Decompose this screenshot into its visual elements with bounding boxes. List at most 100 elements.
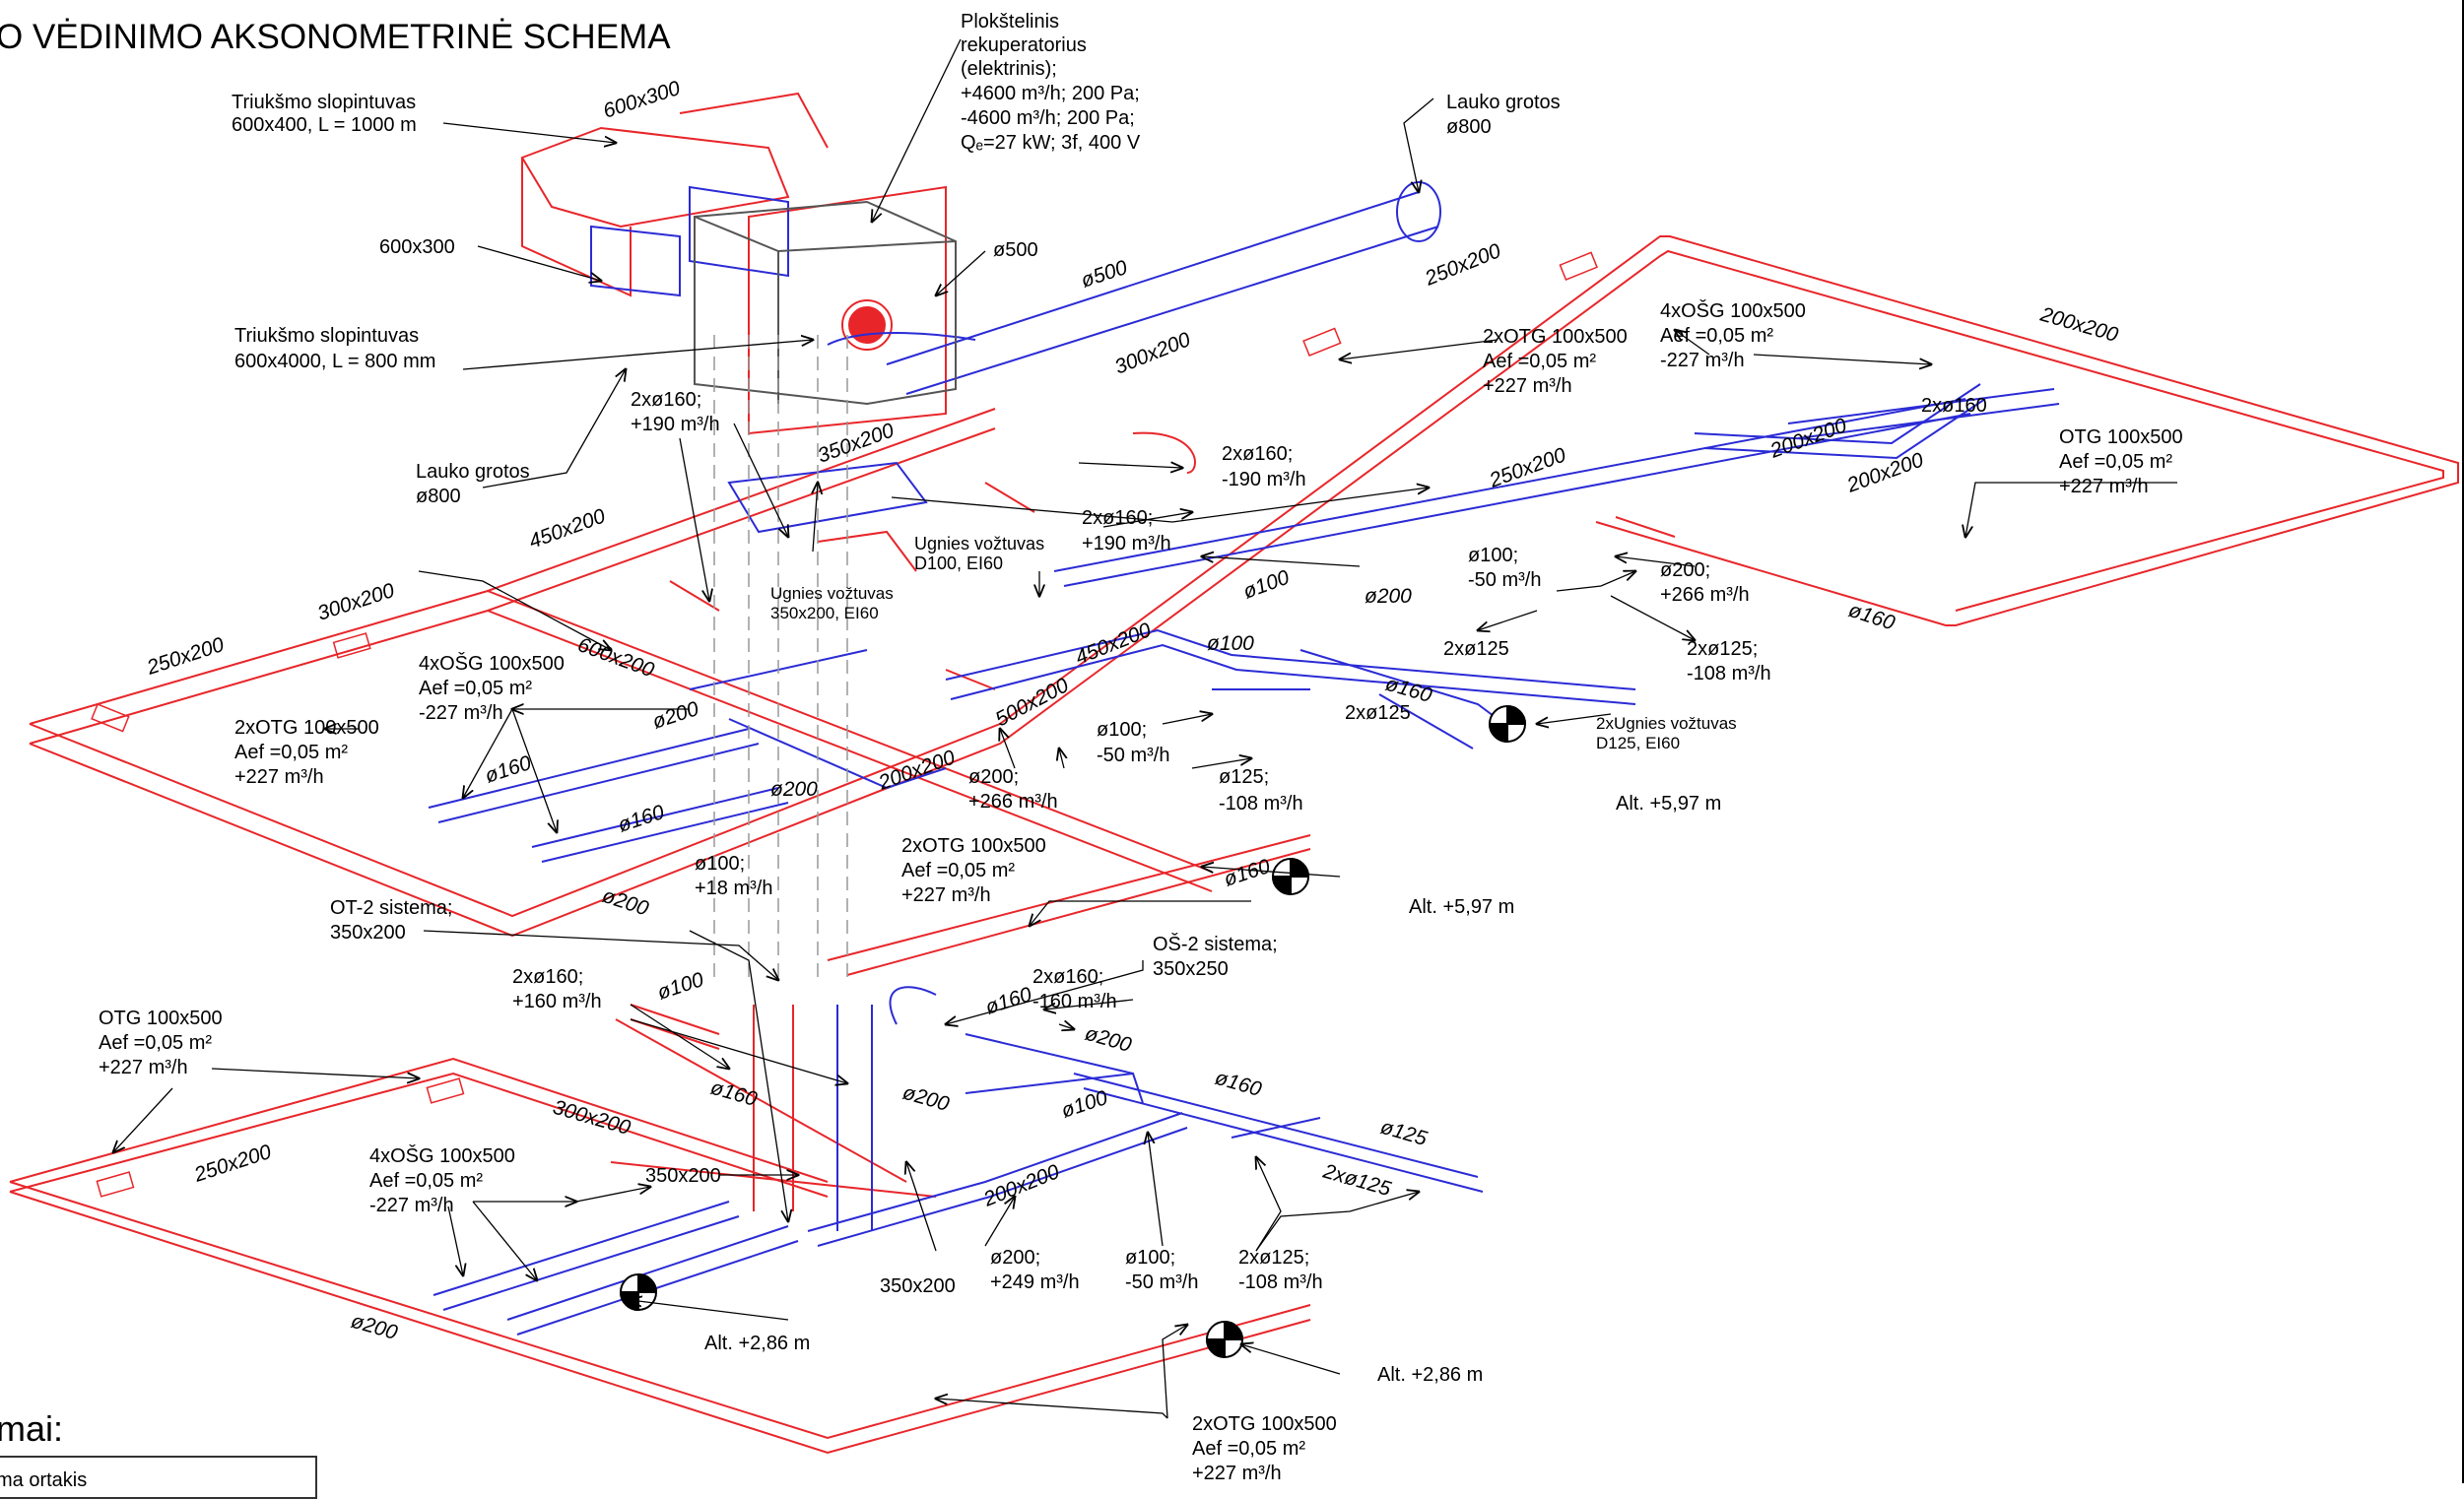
- svg-text:-108 m³/h: -108 m³/h: [1219, 793, 1303, 815]
- grille-markers: [91, 251, 1598, 1198]
- label-d500-b: ø500: [1078, 256, 1130, 293]
- supply-main-upper: [29, 235, 2459, 918]
- svg-text:+227 m³/h: +227 m³/h: [234, 766, 324, 788]
- svg-text:Aef =0,05 m²: Aef =0,05 m²: [369, 1170, 483, 1192]
- size-label: 2xø125: [1443, 638, 1509, 660]
- svg-text:350x200: 350x200: [330, 922, 406, 944]
- label-600x300-b: 600x300: [600, 77, 683, 123]
- size-label: 300x200: [314, 579, 397, 625]
- svg-text:OŠ-2 sistema;: OŠ-2 sistema;: [1153, 933, 1278, 955]
- svg-text:(elektrinis);: (elektrinis);: [961, 58, 1057, 80]
- svg-text:D125, EI60: D125, EI60: [1596, 734, 1680, 752]
- svg-text:+160 m³/h: +160 m³/h: [512, 991, 602, 1012]
- size-label: ø125: [1378, 1116, 1431, 1150]
- label-osg-group-top-right: 4xOŠG 100x500 Aef =0,05 m² -227 m³/h: [1660, 299, 1806, 371]
- label-350x200: 350x200: [645, 1165, 721, 1187]
- size-label: ø100: [1207, 632, 1254, 655]
- label-d500: ø500: [993, 239, 1038, 261]
- label-d125-m108-a: 2xø125; -108 m³/h: [1687, 638, 1771, 684]
- altitude-marker: [1205, 1320, 1244, 1359]
- label-otg-group-bottom: 2xOTG 100x500 Aef =0,05 m² +227 m³/h: [1192, 1413, 1337, 1483]
- svg-text:-160 m³/h: -160 m³/h: [1032, 991, 1117, 1012]
- label-ugnies-350: Ugnies vožtuvas 350x200, EI60: [770, 584, 894, 622]
- svg-text:Ugnies vožtuvas: Ugnies vožtuvas: [914, 534, 1044, 554]
- recuperator-unit: [694, 200, 957, 406]
- size-label: 300x200: [1111, 328, 1194, 379]
- label-alt-597-b: Alt. +5,97 m: [1409, 896, 1514, 918]
- svg-text:Aef =0,05 m²: Aef =0,05 m²: [99, 1032, 212, 1054]
- svg-text:ø200;: ø200;: [990, 1247, 1040, 1269]
- svg-text:ø200;: ø200;: [968, 766, 1019, 788]
- size-label: ø200: [1365, 585, 1412, 608]
- size-label: 250x200: [1486, 443, 1569, 492]
- supply-main-lower: [9, 1057, 829, 1183]
- svg-text:ø800: ø800: [416, 486, 461, 507]
- size-label: ø160: [615, 801, 667, 837]
- size-label: ø160: [982, 983, 1034, 1019]
- size-label: ø200: [649, 697, 701, 734]
- svg-text:2xø160;: 2xø160;: [1032, 966, 1103, 988]
- svg-text:350x200, EI60: 350x200, EI60: [770, 604, 879, 622]
- label-otg-group-top-right: 2xOTG 100x500 Aef =0,05 m² +227 m³/h: [1483, 326, 1628, 397]
- svg-text:+4600 m³/h; 200 Pa;: +4600 m³/h; 200 Pa;: [961, 83, 1140, 104]
- svg-text:ø100;: ø100;: [1468, 545, 1518, 566]
- svg-text:-50 m³/h: -50 m³/h: [1468, 569, 1541, 591]
- label-d200-266-a: ø200; +266 m³/h: [1660, 559, 1750, 606]
- label-alt-286-a: Alt. +2,86 m: [704, 1333, 810, 1354]
- svg-text:2xø160;: 2xø160;: [1082, 507, 1153, 529]
- label-otg-single-right: OTG 100x500 Aef =0,05 m² +227 m³/h: [2059, 426, 2183, 497]
- leader-lines: [113, 38, 2177, 1419]
- label-d125-m108-b: ø125; -108 m³/h: [1219, 766, 1303, 815]
- svg-text:+227 m³/h: +227 m³/h: [2059, 476, 2149, 497]
- label-d160-m160: 2xø160; -160 m³/h: [1032, 966, 1117, 1012]
- svg-text:2xOTG 100x500: 2xOTG 100x500: [901, 835, 1046, 857]
- svg-text:Triukšmo slopintuvas: Triukšmo slopintuvas: [232, 92, 416, 113]
- label-d160-190-b: 2xø160; +190 m³/h: [1082, 507, 1171, 554]
- page-title: O VĖDINIMO AKSONOMETRINĖ SCHEMA: [0, 18, 671, 56]
- svg-text:2xUgnies vožtuvas: 2xUgnies vožtuvas: [1596, 714, 1737, 733]
- size-label: ø160: [708, 1076, 761, 1111]
- svg-text:+227 m³/h: +227 m³/h: [1192, 1463, 1282, 1483]
- exhaust-duct-network: [428, 181, 2060, 1336]
- label-d125-m108-c: 2xø125; -108 m³/h: [1238, 1247, 1323, 1293]
- svg-text:+18 m³/h: +18 m³/h: [695, 878, 772, 899]
- svg-text:Aef =0,05 m²: Aef =0,05 m²: [1483, 351, 1596, 372]
- svg-text:2xø160;: 2xø160;: [1222, 443, 1293, 465]
- label-d200-266-b: ø200; +266 m³/h: [968, 766, 1058, 813]
- svg-text:+227 m³/h: +227 m³/h: [99, 1057, 188, 1078]
- svg-text:4xOŠG 100x500: 4xOŠG 100x500: [1660, 299, 1806, 322]
- label-d200-249: ø200; +249 m³/h: [990, 1247, 1080, 1293]
- svg-text:Lauko grotos: Lauko grotos: [416, 461, 530, 483]
- svg-text:350x250: 350x250: [1153, 958, 1229, 980]
- svg-text:-227 m³/h: -227 m³/h: [419, 702, 503, 724]
- label-d160-m190: 2xø160; -190 m³/h: [1222, 443, 1306, 490]
- label-d100-18: ø100; +18 m³/h: [695, 853, 772, 899]
- svg-text:4xOŠG 100x500: 4xOŠG 100x500: [419, 652, 565, 675]
- label-otg-group-mid: 2xOTG 100x500 Aef =0,05 m² +227 m³/h: [901, 835, 1046, 906]
- size-label: ø200: [900, 1081, 953, 1116]
- svg-text:OTG 100x500: OTG 100x500: [99, 1008, 223, 1029]
- label-osg-group-bottom: 4xOŠG 100x500 Aef =0,05 m² -227 m³/h: [369, 1144, 515, 1216]
- label-os2: OŠ-2 sistema; 350x250: [1153, 933, 1278, 980]
- size-label: ø160: [482, 751, 534, 788]
- svg-text:+190 m³/h: +190 m³/h: [1082, 533, 1171, 554]
- size-label: ø100: [654, 968, 706, 1005]
- size-label: 300x200: [551, 1096, 633, 1140]
- svg-text:-4600 m³/h; 200 Pa;: -4600 m³/h; 200 Pa;: [961, 107, 1135, 129]
- svg-text:+266 m³/h: +266 m³/h: [968, 791, 1058, 813]
- size-label: 250x200: [190, 1141, 274, 1187]
- svg-text:+227 m³/h: +227 m³/h: [1483, 375, 1572, 397]
- label-alt-597-a: Alt. +5,97 m: [1616, 793, 1721, 815]
- svg-text:600x400, L = 1000 m: 600x400, L = 1000 m: [232, 114, 417, 136]
- svg-text:2xOTG 100x500: 2xOTG 100x500: [234, 717, 379, 739]
- svg-text:600x4000, L = 800 mm: 600x4000, L = 800 mm: [234, 351, 435, 372]
- svg-text:2xø160;: 2xø160;: [512, 966, 583, 988]
- svg-text:-190 m³/h: -190 m³/h: [1222, 469, 1306, 490]
- svg-text:Aef =0,05 m²: Aef =0,05 m²: [901, 860, 1015, 881]
- svg-text:-108 m³/h: -108 m³/h: [1687, 663, 1771, 684]
- label-ugnies-d125: 2xUgnies vožtuvas D125, EI60: [1596, 714, 1737, 752]
- svg-text:OTG 100x500: OTG 100x500: [2059, 426, 2183, 448]
- label-otg-single-bottom-left: OTG 100x500 Aef =0,05 m² +227 m³/h: [99, 1008, 223, 1078]
- label-otg-group-left: 2xOTG 100x500 Aef =0,05 m² +227 m³/h: [234, 717, 379, 788]
- svg-text:2xOTG 100x500: 2xOTG 100x500: [1483, 326, 1628, 348]
